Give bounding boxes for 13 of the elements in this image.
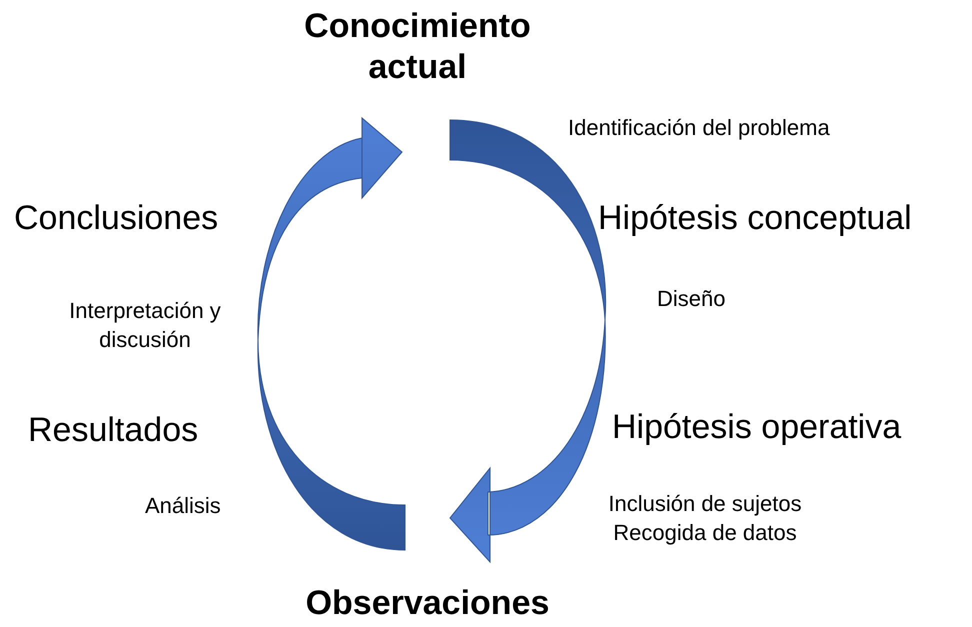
stage-label: Hipótesis conceptual	[598, 198, 912, 239]
curved-arrow	[450, 120, 606, 562]
step-label: Identificación del problema	[568, 114, 830, 142]
step-label: Análisis	[145, 492, 221, 520]
stage-title: Conocimiento actual	[303, 6, 532, 88]
step-label: Interpretación y discusión	[68, 297, 222, 354]
step-label: Diseño	[657, 285, 726, 313]
stage-label: Resultados	[28, 410, 198, 451]
curved-arrow	[258, 118, 406, 550]
stage-label: Conclusiones	[14, 198, 218, 239]
stage-label: Hipótesis operativa	[612, 407, 902, 448]
stage-title: Observaciones	[306, 583, 550, 624]
step-label: Inclusión de sujetos Recogida de datos	[607, 490, 803, 547]
